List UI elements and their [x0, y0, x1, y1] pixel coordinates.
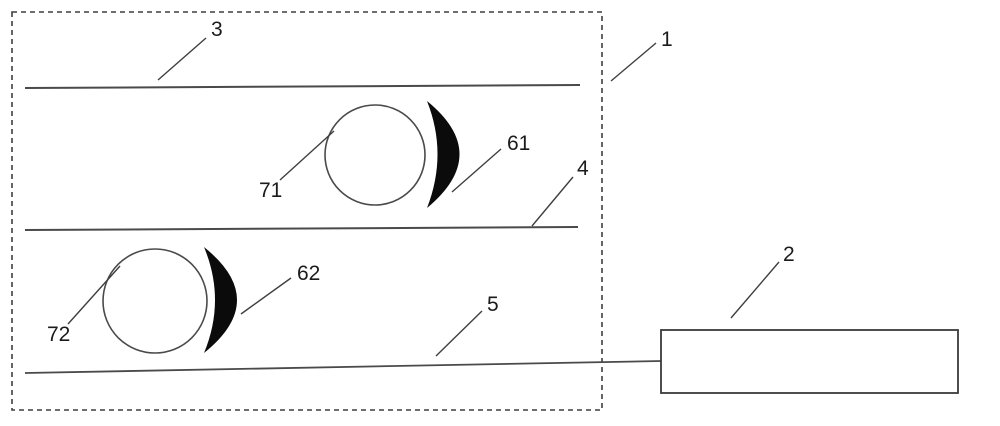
label-5: 5 — [487, 293, 499, 316]
label-1: 1 — [661, 28, 673, 51]
leader-line-2 — [730, 261, 780, 319]
label-62: 62 — [297, 262, 320, 285]
label-72: 72 — [47, 323, 70, 346]
label-61: 61 — [507, 132, 530, 155]
leader-line-61 — [451, 148, 502, 193]
lower-roller-circle — [102, 248, 208, 354]
label-3: 3 — [211, 18, 223, 41]
leader-line-3 — [157, 37, 207, 81]
enclosure-dashed-outline — [11, 11, 603, 411]
bottom-layer-line — [24, 360, 662, 374]
label-2: 2 — [783, 243, 795, 266]
leader-line-72 — [67, 265, 121, 325]
external-block-rect — [660, 329, 959, 394]
leader-line-5 — [435, 310, 483, 357]
label-71: 71 — [259, 179, 282, 202]
leader-line-1 — [610, 42, 657, 82]
upper-crescent-shape — [427, 101, 460, 208]
lower-crescent-shape — [204, 247, 237, 353]
middle-layer-line — [24, 226, 579, 231]
leader-line-4 — [531, 176, 574, 227]
label-4: 4 — [577, 157, 589, 180]
leader-line-62 — [240, 277, 292, 315]
upper-roller-circle — [324, 104, 426, 206]
top-layer-line — [24, 84, 581, 89]
leader-line-71 — [279, 130, 335, 181]
